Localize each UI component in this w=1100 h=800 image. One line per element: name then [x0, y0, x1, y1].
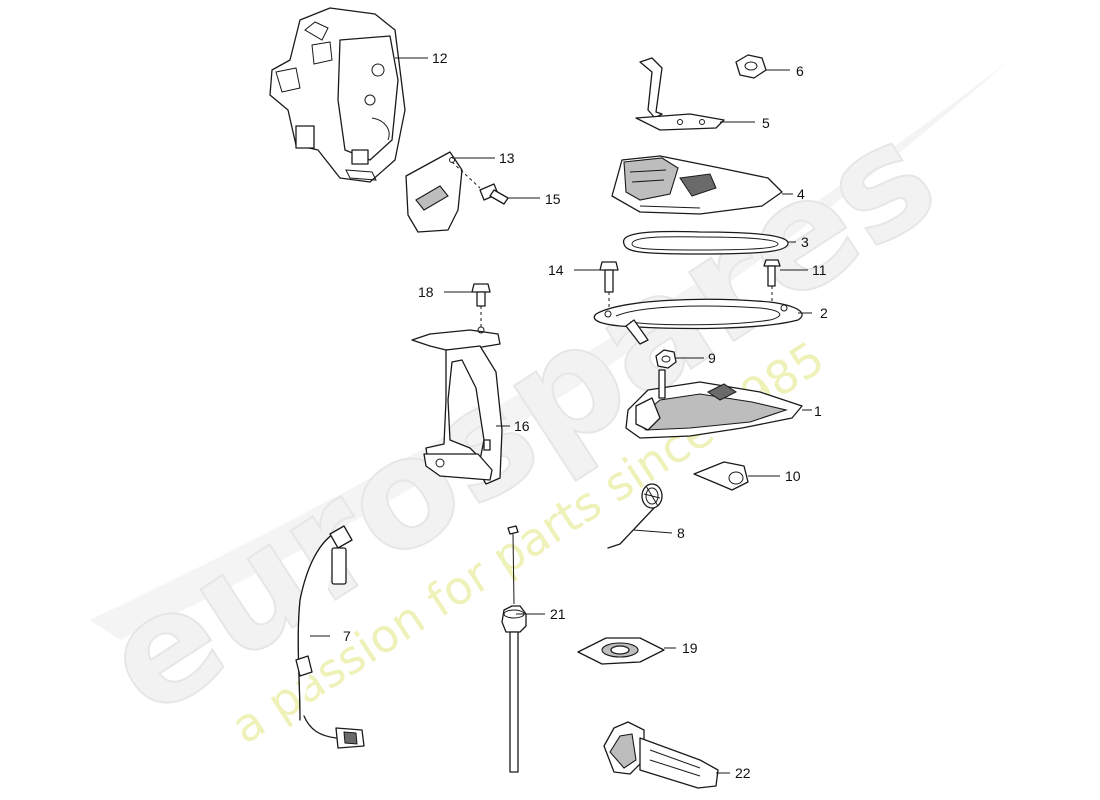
part-18-bolt: [444, 283, 491, 328]
part-22-lock-cylinder: [603, 721, 730, 789]
part-9-nut: [655, 349, 704, 369]
part-2-mounting-plate: [593, 298, 812, 345]
callout-5: 5: [762, 115, 770, 131]
watermark: eurospares a passion for parts since 198…: [74, 60, 1010, 754]
part-6-nut: [735, 54, 790, 79]
part-3-gasket: [622, 230, 796, 255]
callout-22: 22: [735, 765, 751, 781]
callout-labels: 12 13 15 6 5 4 3 14 11 18 2 9 1 16 10 8 …: [343, 50, 828, 781]
callout-16: 16: [514, 418, 530, 434]
callout-8: 8: [677, 525, 685, 541]
part-19-grommet: [577, 637, 676, 665]
part-14-bolt: [574, 261, 619, 308]
callout-6: 6: [796, 63, 804, 79]
part-12-door-lock: [269, 7, 428, 183]
callout-10: 10: [785, 468, 801, 484]
part-5-bracket: [635, 57, 755, 131]
callout-13: 13: [499, 150, 515, 166]
part-7-cable-harness: [295, 525, 365, 749]
callout-9: 9: [708, 350, 716, 366]
part-11-bolt: [763, 259, 808, 304]
callout-19: 19: [682, 640, 698, 656]
part-21-release-rod: [501, 525, 545, 773]
part-1-handle-body: [625, 369, 812, 439]
callout-4: 4: [797, 186, 805, 202]
callout-1: 1: [814, 403, 822, 419]
part-4-housing-cover: [611, 155, 793, 215]
callout-2: 2: [820, 305, 828, 321]
callout-11: 11: [812, 262, 827, 278]
callout-15: 15: [545, 191, 561, 207]
callout-7: 7: [343, 628, 351, 644]
part-10-clip: [693, 461, 780, 491]
callout-18: 18: [418, 284, 434, 300]
part-16-bracket-assembly: [411, 326, 510, 485]
callout-21: 21: [550, 606, 566, 622]
part-8-spring: [607, 483, 673, 549]
watermark-swoosh: [90, 60, 1010, 640]
part-15-screw: [451, 161, 540, 205]
callout-12: 12: [432, 50, 448, 66]
part-13-cover-plate: [405, 151, 495, 233]
callout-14: 14: [548, 262, 564, 278]
callout-3: 3: [801, 234, 809, 250]
